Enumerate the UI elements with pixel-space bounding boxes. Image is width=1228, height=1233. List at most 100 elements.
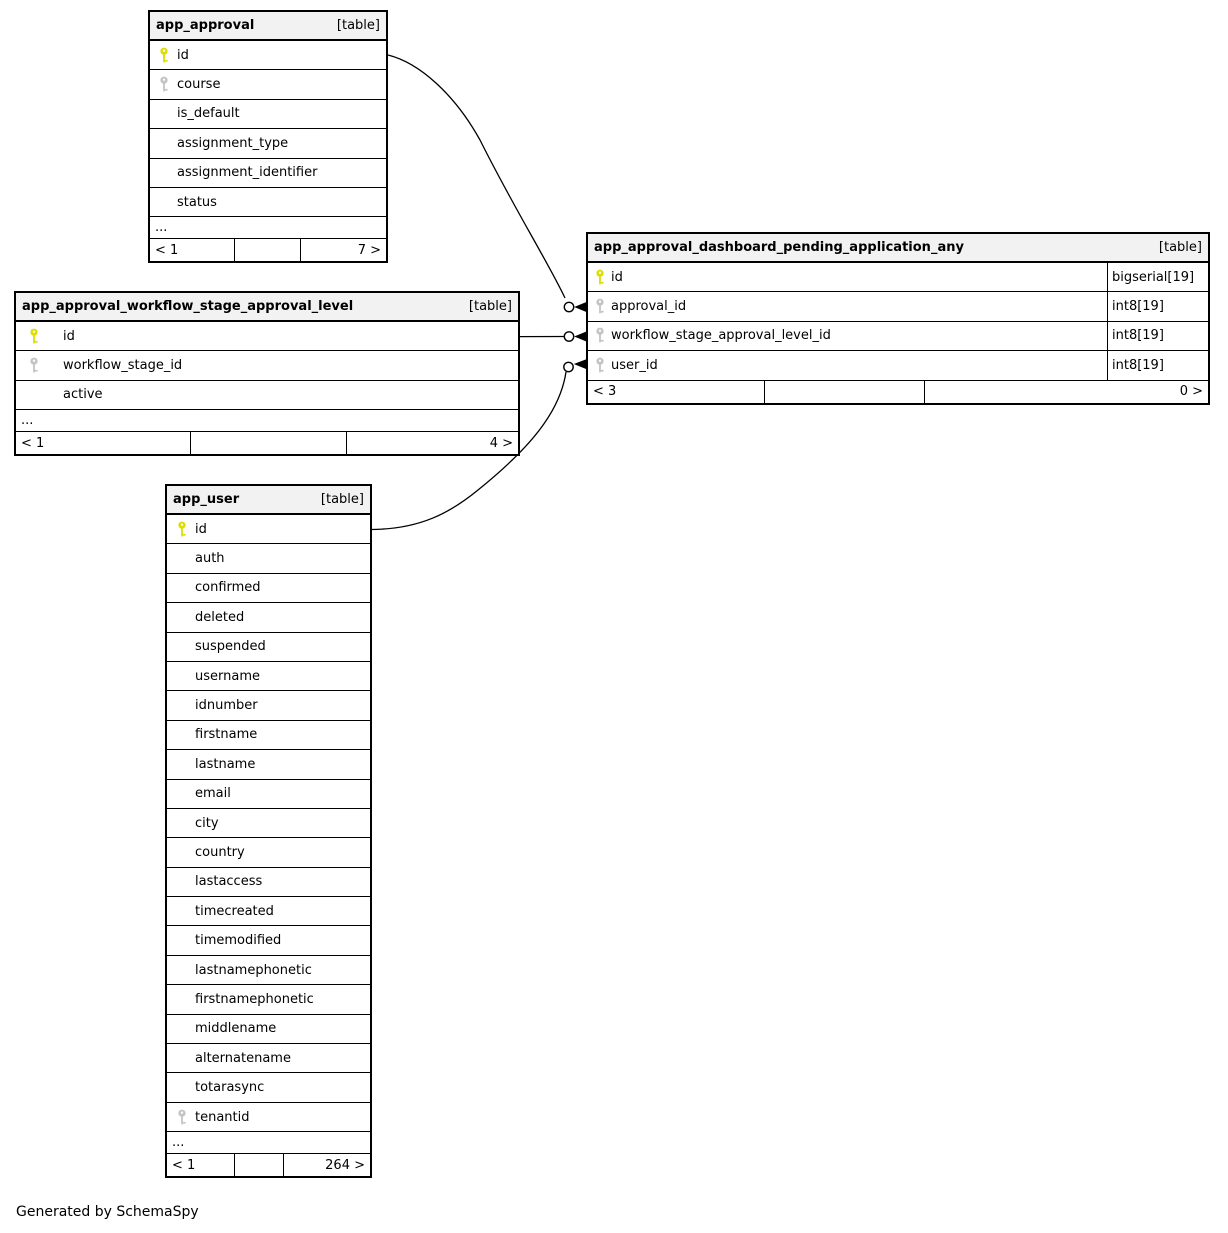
truncated-columns-indicator: ... xyxy=(167,1132,370,1155)
column-row: status xyxy=(150,188,386,218)
column-row: auth xyxy=(167,544,370,574)
column-name: country xyxy=(195,844,245,860)
column-name: deleted xyxy=(195,609,245,625)
column-row: country xyxy=(167,838,370,868)
table-app-user[interactable]: app_user [table] id auth confirmed deleted s… xyxy=(165,484,372,1179)
column-row: lastnamephonetic xyxy=(167,956,370,986)
foreign-key-icon xyxy=(595,327,611,344)
column-name: approval_id xyxy=(611,299,687,315)
column-name: lastnamephonetic xyxy=(195,962,312,978)
column-type: bigserial[19] xyxy=(1107,263,1208,292)
column-row: email xyxy=(167,780,370,809)
column-row: id xyxy=(167,515,370,545)
column-row: lastname xyxy=(167,750,370,780)
column-row: firstname xyxy=(167,721,370,751)
column-type: int8[19] xyxy=(1107,292,1208,321)
column-name: username xyxy=(195,668,260,684)
table-name[interactable]: app_approval_dashboard_pending_applicati… xyxy=(594,240,964,255)
column-type: int8[19] xyxy=(1107,321,1208,351)
column-row: course xyxy=(150,70,386,100)
footer-columns-after: 4 > xyxy=(489,435,513,451)
column-row: timecreated xyxy=(167,897,370,927)
column-name: firstname xyxy=(195,727,258,743)
column-row: tenantid xyxy=(167,1103,370,1133)
table-footer: < 1 264 > xyxy=(167,1154,370,1177)
column-name: idnumber xyxy=(195,698,258,714)
table-footer: < 1 7 > xyxy=(150,239,386,262)
column-name: lastname xyxy=(195,756,256,772)
column-row: workflow_stage_id xyxy=(16,351,518,381)
column-name: status xyxy=(177,194,217,210)
footer-middle-cell xyxy=(235,1154,284,1177)
column-name: is_default xyxy=(177,106,240,122)
column-row: user_id int8[19] xyxy=(588,351,1208,381)
generated-by-note: Generated by SchemaSpy xyxy=(16,1204,199,1220)
column-name: email xyxy=(195,786,231,802)
truncated-columns-indicator: ... xyxy=(16,410,518,433)
footer-columns-before: < 3 xyxy=(588,380,765,403)
table-name[interactable]: app_approval xyxy=(156,18,255,33)
column-row: deleted xyxy=(167,603,370,633)
table-type-tag: [table] xyxy=(468,299,512,314)
table-app-approval-dashboard-pending-application-any[interactable]: app_approval_dashboard_pending_applicati… xyxy=(586,232,1210,405)
table-name[interactable]: app_approval_workflow_stage_approval_lev… xyxy=(22,299,354,314)
column-row: active xyxy=(16,381,518,411)
footer-columns-before: < 1 xyxy=(16,432,191,455)
table-type-tag: [table] xyxy=(336,18,380,33)
table-app-approval-workflow-stage-approval-level[interactable]: app_approval_workflow_stage_approval_lev… xyxy=(14,291,520,457)
column-name: active xyxy=(63,387,103,403)
column-name: tenantid xyxy=(195,1109,250,1125)
column-row: timemodified xyxy=(167,926,370,956)
column-name: timemodified xyxy=(195,933,282,949)
footer-columns-after: 0 > xyxy=(1179,384,1203,400)
foreign-key-icon xyxy=(29,357,63,374)
column-name: totarasync xyxy=(195,1080,265,1096)
column-name: middlename xyxy=(195,1021,277,1037)
column-name: lastaccess xyxy=(195,874,263,890)
primary-key-icon xyxy=(159,47,177,64)
column-name: workflow_stage_approval_level_id xyxy=(611,328,831,344)
column-row: alternatename xyxy=(167,1044,370,1074)
footer-columns-after: 7 > xyxy=(357,242,381,258)
column-name: suspended xyxy=(195,639,266,655)
footer-columns-before: < 1 xyxy=(150,239,235,262)
table-header[interactable]: app_user [table] xyxy=(167,486,370,515)
column-name: id xyxy=(177,47,189,63)
fk-line-approval xyxy=(387,54,566,299)
primary-key-icon xyxy=(29,328,63,345)
table-name[interactable]: app_user xyxy=(173,492,240,507)
footer-columns-after: 264 > xyxy=(325,1157,365,1173)
column-name: auth xyxy=(195,551,225,567)
column-row: username xyxy=(167,662,370,692)
footer-middle-cell xyxy=(191,432,347,455)
truncated-columns-indicator: ... xyxy=(150,217,386,240)
primary-key-icon xyxy=(595,269,611,286)
foreign-key-icon xyxy=(595,298,611,315)
column-name: city xyxy=(195,815,219,831)
primary-key-icon xyxy=(177,521,195,538)
footer-columns-before: < 1 xyxy=(167,1154,235,1177)
column-row: idnumber xyxy=(167,691,370,721)
column-name: id xyxy=(195,521,207,537)
column-type: int8[19] xyxy=(1107,351,1208,380)
column-name: timecreated xyxy=(195,903,274,919)
table-header[interactable]: app_approval [table] xyxy=(150,12,386,41)
column-row: assignment_identifier xyxy=(150,159,386,188)
column-name: firstnamephonetic xyxy=(195,991,314,1007)
column-name: user_id xyxy=(611,357,658,373)
column-row: confirmed xyxy=(167,574,370,604)
column-row: id xyxy=(150,41,386,71)
column-name: course xyxy=(177,77,221,93)
table-header[interactable]: app_approval_dashboard_pending_applicati… xyxy=(588,234,1208,263)
column-row: totarasync xyxy=(167,1073,370,1103)
table-type-tag: [table] xyxy=(320,492,364,507)
column-name: assignment_identifier xyxy=(177,165,318,181)
fk-circle-user xyxy=(563,361,574,373)
foreign-key-icon xyxy=(159,76,177,93)
table-type-tag: [table] xyxy=(1158,240,1202,255)
table-header[interactable]: app_approval_workflow_stage_approval_lev… xyxy=(16,293,518,322)
column-row: city xyxy=(167,809,370,839)
